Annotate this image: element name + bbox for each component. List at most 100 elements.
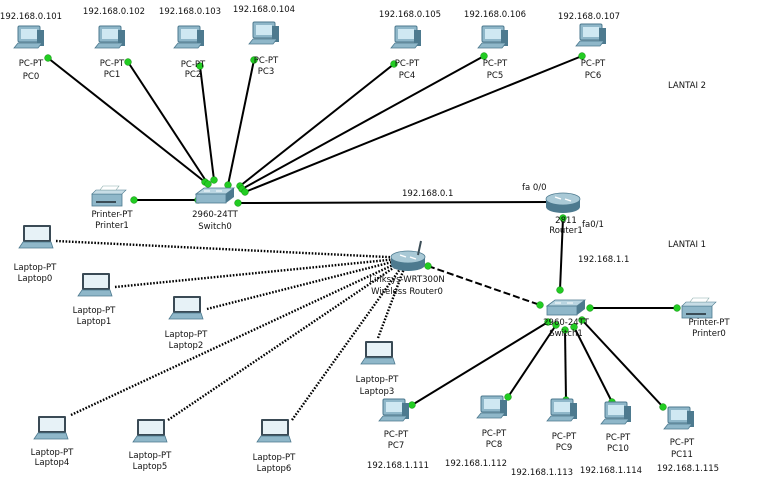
laptop-icon xyxy=(256,419,292,443)
device-name-label: Switch0 xyxy=(198,222,232,232)
port-up-dot xyxy=(480,52,488,60)
laptop-icon xyxy=(360,341,396,365)
wireless-link-laptop0[interactable] xyxy=(55,239,409,260)
port-up-dot xyxy=(561,326,569,334)
device-name-label: Printer0 xyxy=(692,329,726,339)
cable-wrouter0-switch1[interactable] xyxy=(427,265,541,306)
device-model-label: PC-PT xyxy=(384,430,409,440)
cable-pc6-switch0[interactable] xyxy=(244,55,583,193)
cable-switch1-pc10[interactable] xyxy=(573,326,613,403)
port-up-dot xyxy=(250,56,258,64)
pc-icon xyxy=(477,25,508,49)
switch-icon xyxy=(194,187,236,204)
device-ip-label: 192.168.0.103 xyxy=(159,7,221,17)
port-up-dot xyxy=(130,196,138,204)
links-layer xyxy=(44,52,681,421)
device-name-label: PC2 xyxy=(185,70,201,80)
port-up-dot xyxy=(536,301,544,309)
router-icon xyxy=(545,192,581,213)
device-model-label: PC-PT xyxy=(19,59,44,69)
port-up-dot xyxy=(44,54,52,62)
cable-pc3-switch0[interactable] xyxy=(227,59,255,186)
device-model-label: Printer-PT xyxy=(688,318,730,328)
device-model-label: PC-PT xyxy=(552,432,577,442)
device-name-label: Switch1 xyxy=(549,329,583,339)
cable-router1-switch1[interactable] xyxy=(559,217,564,291)
cable-switch1-pc7[interactable] xyxy=(411,321,549,406)
devices-layer: PC-PTPC0192.168.0.101PC-PTPC1192.168.0.1… xyxy=(0,5,730,478)
laptop-icon xyxy=(77,273,113,297)
device-model-label: PC-PT xyxy=(100,59,125,69)
device-model-label: PC-PT xyxy=(581,59,606,69)
cable-pc1-switch0[interactable] xyxy=(127,61,209,185)
port-up-dot xyxy=(556,286,564,294)
port-up-dot xyxy=(552,321,560,329)
device-model-label: Laptop-PT xyxy=(14,263,57,273)
area-label-lantai-1: LANTAI 1 xyxy=(668,240,706,250)
wireless-link-laptop6[interactable] xyxy=(291,257,409,421)
switch-icon xyxy=(545,299,587,316)
port-up-dot xyxy=(424,262,432,270)
cable-pc5-switch0[interactable] xyxy=(241,55,485,190)
device-model-label: Laptop-PT xyxy=(253,453,296,463)
device-name-label: PC9 xyxy=(556,443,572,453)
port-up-dot xyxy=(559,214,567,222)
port-up-dot xyxy=(570,323,578,331)
device-name-label: Laptop6 xyxy=(257,464,292,474)
device-name-label: PC0 xyxy=(23,72,39,82)
wireless-link-laptop4[interactable] xyxy=(70,256,409,417)
cable-pc0-switch0[interactable] xyxy=(47,57,206,183)
cable-switch0-router1[interactable] xyxy=(237,201,551,204)
device-model-label: Laptop-PT xyxy=(73,306,116,316)
cable-switch1-pc9[interactable] xyxy=(564,329,567,401)
device-name-label: PC3 xyxy=(258,67,274,77)
device-ip-label: 192.168.1.114 xyxy=(580,466,642,476)
wireless-link-laptop5[interactable] xyxy=(167,257,409,421)
device-ip-label: 192.168.0.102 xyxy=(83,7,145,17)
laptop-icon xyxy=(18,225,54,249)
cable-switch1-pc11[interactable] xyxy=(581,319,664,408)
device-model-label: Printer-PT xyxy=(91,210,133,220)
device-model-label: 2811 xyxy=(555,216,577,226)
wrouter-icon xyxy=(390,240,426,271)
device-name-label: Laptop4 xyxy=(35,458,70,468)
port-up-dot xyxy=(204,180,212,188)
port-up-dot xyxy=(196,62,204,70)
pc-icon xyxy=(173,25,204,49)
device-model-label: PC-PT xyxy=(254,56,279,66)
wireless-link-laptop1[interactable] xyxy=(114,256,409,289)
device-ip-label: 192.168.1.113 xyxy=(511,468,573,478)
interface-label: fa 0/0 xyxy=(522,183,547,193)
wireless-link-laptop3[interactable] xyxy=(376,257,410,339)
cable-pc4-switch0[interactable] xyxy=(239,63,395,187)
wireless-link-laptop2[interactable] xyxy=(206,256,409,311)
cable-switch1-pc8[interactable] xyxy=(507,324,557,398)
cable-pc2-switch0[interactable] xyxy=(199,65,215,181)
